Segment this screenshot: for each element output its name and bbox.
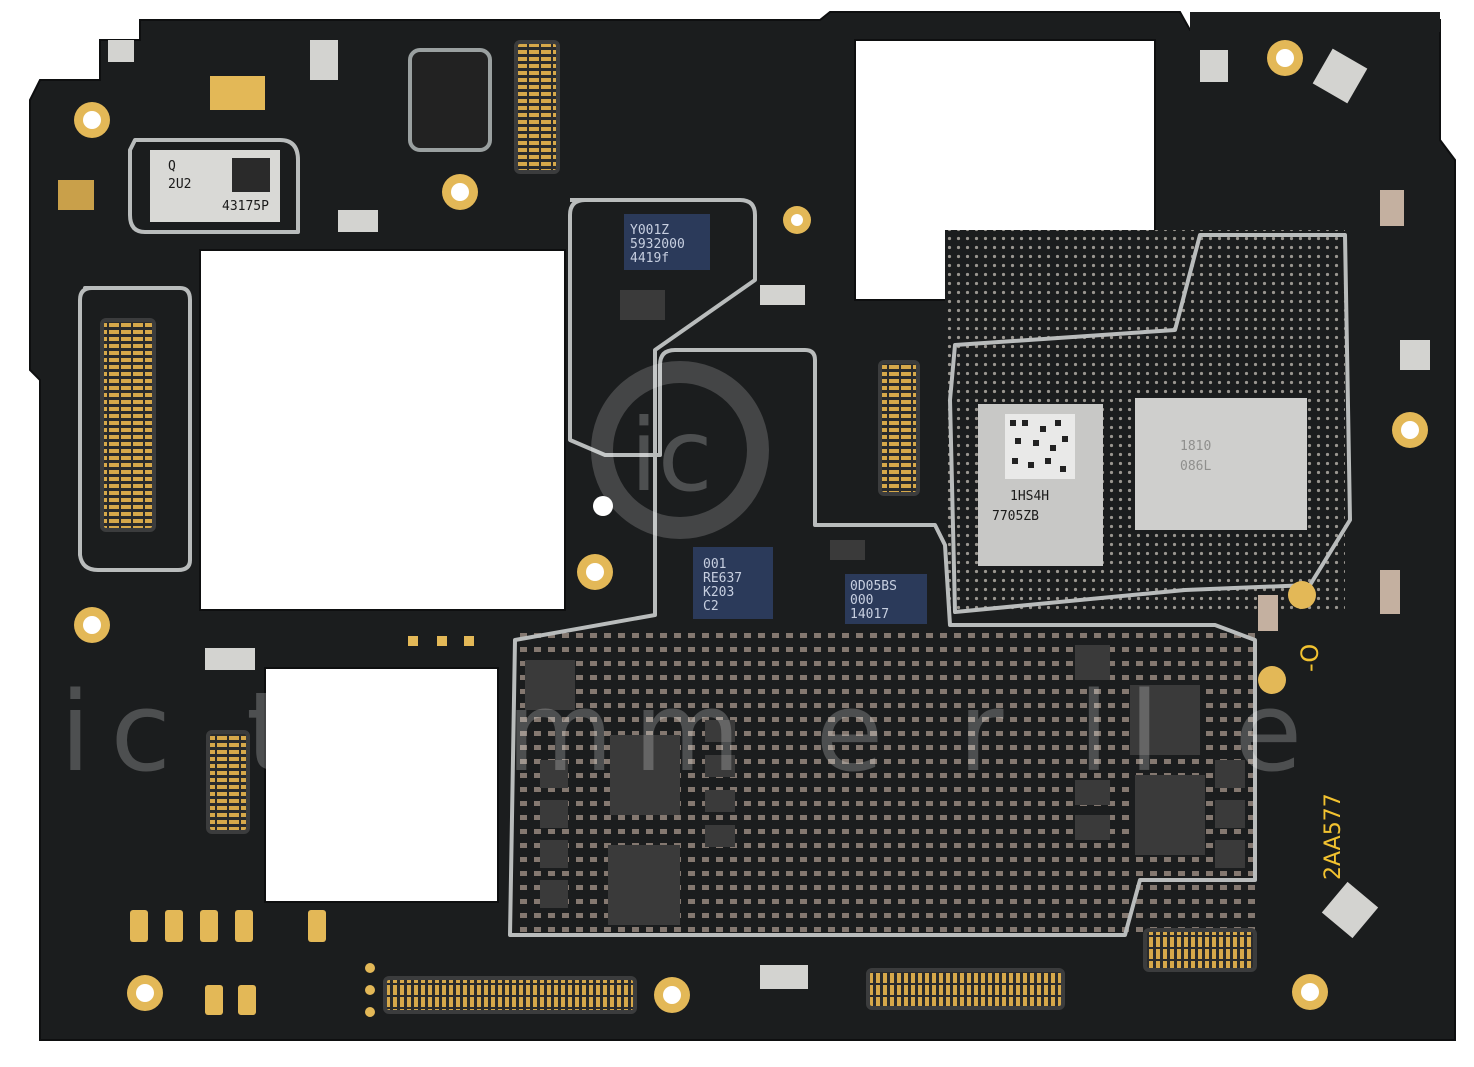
chip-label-line: 2U2 [168, 177, 191, 192]
chip-label-line: 1HS4H [1010, 489, 1049, 504]
shield-frame-left-connector [78, 286, 192, 572]
connector-bottom-right-small [1143, 928, 1257, 972]
connector-bottom-left [383, 976, 637, 1014]
memory-chip: 1810 086L [1135, 398, 1307, 530]
watermark-logo-letters: ic [630, 397, 713, 514]
silkscreen-marker: -O [1296, 644, 1324, 672]
pmic-top-left: Q 2U2 43175P [150, 150, 280, 222]
ic-center-left: 001 RE637 K203 C2 [693, 547, 773, 619]
silkscreen-code: 2AA577 [1321, 793, 1346, 880]
connector-bottom-right [866, 968, 1065, 1010]
chip-label-line: 000 [850, 593, 873, 608]
chip-label-line: 1810 [1180, 439, 1211, 454]
chip-label-line: RE637 [703, 571, 742, 586]
chip-label-line: 5932000 [630, 237, 685, 252]
chip-label-line: C2 [703, 599, 719, 614]
gold-pads [130, 581, 1316, 1017]
chip-label-line: Y001Z [630, 223, 669, 238]
chip-label-line: 43175P [222, 199, 269, 214]
chip-label-line: 7705ZB [992, 509, 1039, 524]
ic-top-middle: Y001Z 5932000 4419f [624, 214, 710, 270]
inductors [525, 290, 1245, 925]
watermark-tagline: ic t o mm e r ll e [60, 668, 1322, 796]
chip-label-line: 4419f [630, 251, 669, 266]
connector-top-small [514, 40, 560, 174]
connector-center-vertical [878, 360, 920, 496]
shield-frame-center [508, 198, 1257, 937]
soc-chip: 7705ZB 1HS4H [978, 404, 1103, 566]
chip-label-line: 001 [703, 557, 726, 572]
ic-center-right: 0D05BS 000 14017 [845, 574, 927, 624]
mounting-holes [74, 40, 1428, 1013]
chip-label-line: 14017 [850, 607, 889, 622]
chip-label-line: 0D05BS [850, 579, 897, 594]
switches [58, 40, 1430, 989]
shield-frame-top-left [128, 138, 300, 234]
watermark-logo: ic [591, 361, 769, 539]
connector-left-bottom [206, 730, 250, 834]
chip-label-line: K203 [703, 585, 734, 600]
chip-label-line: Q [168, 159, 176, 174]
connector-top-slim [408, 48, 492, 152]
shield-frame-soc [948, 233, 1352, 614]
chip-label-line: 086L [1180, 459, 1211, 474]
connector-left-vertical [100, 318, 156, 532]
